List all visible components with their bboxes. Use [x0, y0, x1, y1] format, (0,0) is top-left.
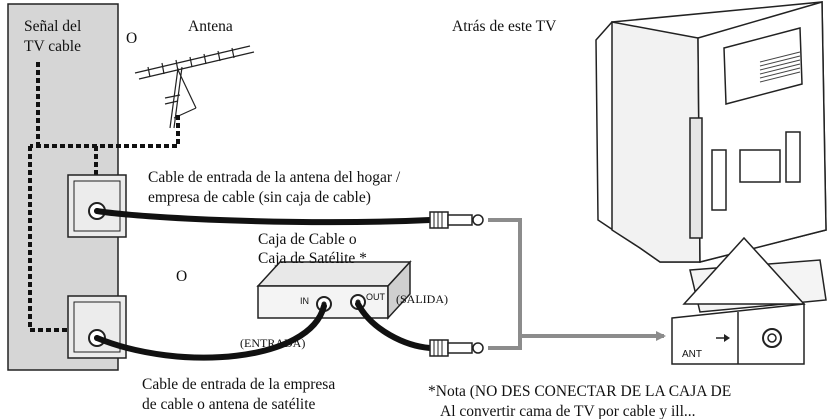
cable-home-antenna: [94, 208, 433, 226]
antenna-icon: [134, 45, 255, 129]
ant-jack-label: ANT: [682, 349, 702, 360]
connector-top: [429, 211, 484, 229]
note-line2: Al convertir cama de TV por cable y ill.…: [440, 403, 696, 419]
entrada-label: (ENTRADA): [240, 336, 306, 350]
wall-outlet-top: [67, 174, 127, 238]
cable-box-label-line2: Caja de Satélite *: [258, 250, 367, 267]
home-cable-label-line2: empresa de cable (sin caja de cable): [148, 189, 371, 206]
signal-label-line2: TV cable: [24, 38, 81, 55]
wall-outlet-bottom: [67, 295, 127, 359]
cable-box: [256, 260, 412, 320]
or-label-top: O: [126, 30, 138, 47]
connector-bottom: [429, 339, 484, 357]
home-cable-label-line1: Cable de entrada de la antena del hogar …: [148, 169, 401, 186]
tv-back: [595, 1, 827, 313]
company-cable-label-line1: Cable de entrada de la empresa: [142, 376, 336, 393]
or-label-middle: O: [176, 268, 188, 285]
box-port-in-label: IN: [300, 296, 309, 306]
routing-arrow: [488, 218, 666, 350]
zoom-callout: [671, 236, 806, 365]
box-port-out-label: OUT: [366, 292, 385, 302]
signal-label-line1: Señal del: [24, 18, 82, 35]
back-of-tv-label: Atrás de este TV: [452, 18, 557, 35]
ant-jack-icon: [716, 328, 782, 348]
company-cable-label-line2: de cable o antena de satélite: [142, 396, 316, 413]
cable-company-input: [94, 303, 327, 361]
cable-box-output: [355, 301, 433, 351]
note-line1: *Nota (NO DES CONECTAR DE LA CAJA DE: [428, 383, 732, 400]
cable-box-label-line1: Caja de Cable o: [258, 231, 357, 248]
salida-label: (SALIDA): [396, 292, 448, 306]
antenna-label: Antena: [188, 18, 233, 35]
